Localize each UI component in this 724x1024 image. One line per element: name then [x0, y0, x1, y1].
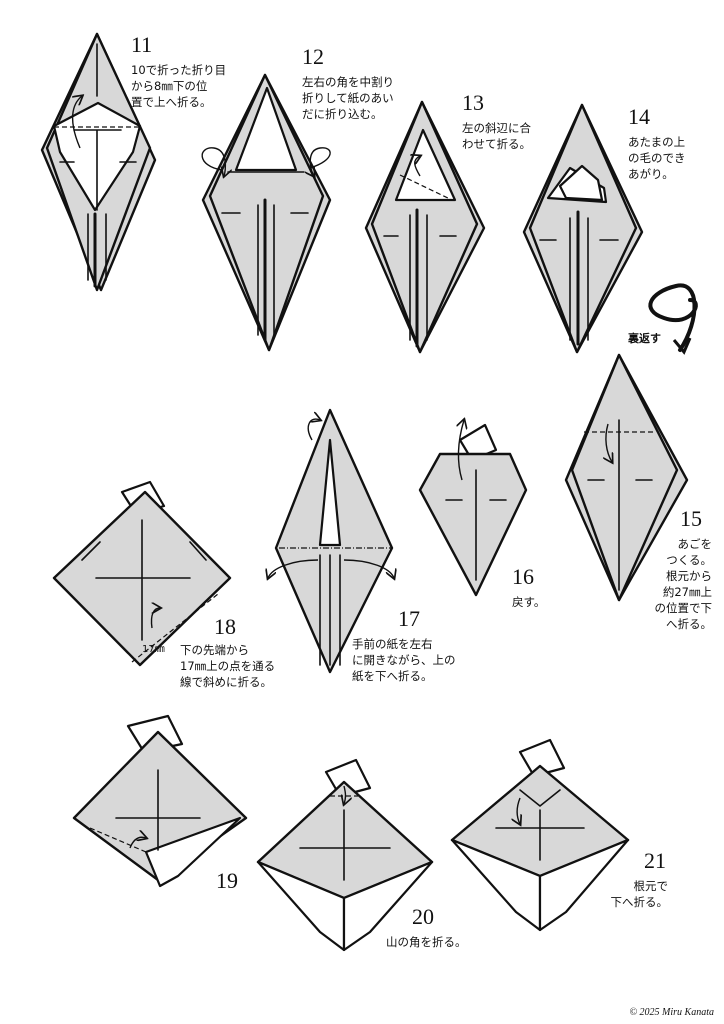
flip-over-icon	[648, 283, 698, 355]
step-20-text: 山の角を折る。	[386, 935, 467, 949]
step-21-number: 21	[644, 848, 666, 873]
step-14-number: 14	[628, 104, 650, 129]
step-14-text: あたまの上 の毛のでき あがり。	[628, 135, 686, 181]
step-18-text: 下の先端から 17㎜上の点を通る 線で斜めに折る。	[180, 643, 276, 689]
step-16-text: 戻す。	[512, 595, 546, 609]
step-15-number: 15	[680, 506, 702, 531]
step-16-number: 16	[512, 564, 534, 589]
step-21-figure	[450, 738, 630, 932]
step-12-text: 左右の角を中割り 折りして紙のあい だに折り込む。	[302, 75, 394, 121]
step-17-text: 手前の紙を左右 に開きながら、上の 紙を下へ折る。	[352, 637, 456, 683]
step-13-number: 13	[462, 90, 484, 115]
step-15-text: あごを つくる。 根元から 約27㎜上 の位置で下 へ折る。	[654, 537, 713, 631]
step-19-figure	[72, 714, 248, 888]
step-18-figure	[52, 480, 232, 667]
copyright: © 2025 Miru Kanata	[629, 1007, 714, 1018]
step-16-figure	[418, 420, 528, 597]
step-12-figure	[201, 73, 332, 352]
step-12-number: 12	[302, 44, 324, 69]
step-21-text: 根元で 下へ折る。	[610, 879, 669, 909]
step-19-number: 19	[216, 868, 238, 893]
step-11-text: 10で折った折り目 から8㎜下の位 置で上へ折る。	[131, 63, 227, 109]
step-13-text: 左の斜辺に合 わせて折る。	[462, 121, 531, 151]
step-18-number: 18	[214, 614, 236, 639]
flip-label: 裏返す	[628, 332, 661, 345]
step-17-figure	[268, 408, 394, 674]
step-13-figure	[364, 100, 486, 354]
step-20-figure	[256, 758, 434, 952]
step-11-figure	[40, 32, 157, 292]
step-17-number: 17	[398, 606, 420, 631]
step-15-figure	[564, 353, 689, 602]
step-14-figure	[522, 103, 644, 354]
measure-label: 17㎜	[142, 644, 165, 655]
step-11-number: 11	[131, 32, 153, 57]
step-20-number: 20	[412, 904, 434, 929]
